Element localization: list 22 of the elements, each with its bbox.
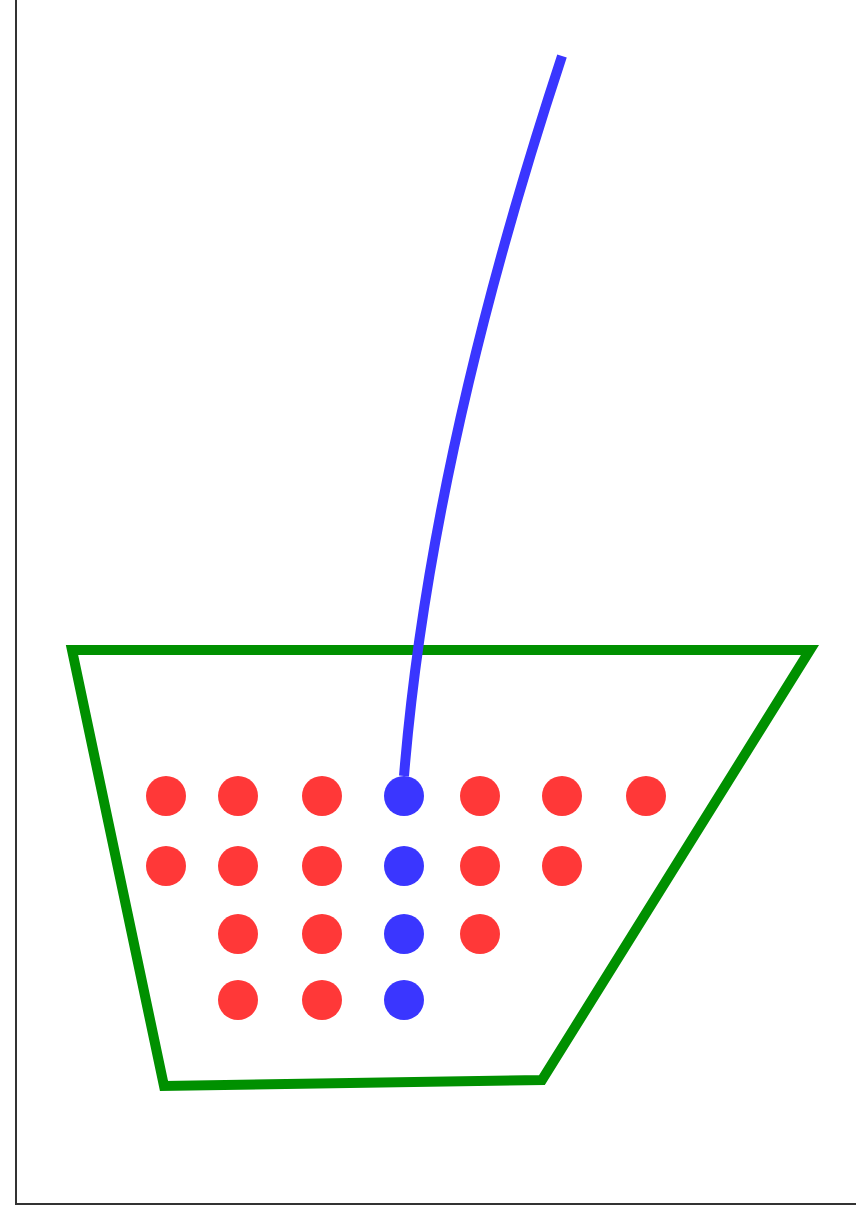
dot xyxy=(302,776,342,816)
dot xyxy=(384,980,424,1020)
dot xyxy=(302,980,342,1020)
dot xyxy=(218,980,258,1020)
dot xyxy=(626,776,666,816)
dot xyxy=(146,776,186,816)
dot xyxy=(302,914,342,954)
dot xyxy=(460,776,500,816)
trapezoid-outline xyxy=(68,646,814,1090)
dot xyxy=(542,776,582,816)
dot xyxy=(384,914,424,954)
dot xyxy=(460,846,500,886)
dot xyxy=(218,776,258,816)
dot xyxy=(384,846,424,886)
curved-line xyxy=(399,54,567,777)
dot xyxy=(460,914,500,954)
dot xyxy=(384,776,424,816)
dot xyxy=(542,846,582,886)
dot xyxy=(218,846,258,886)
dot xyxy=(146,846,186,886)
dot xyxy=(302,846,342,886)
dot xyxy=(218,914,258,954)
